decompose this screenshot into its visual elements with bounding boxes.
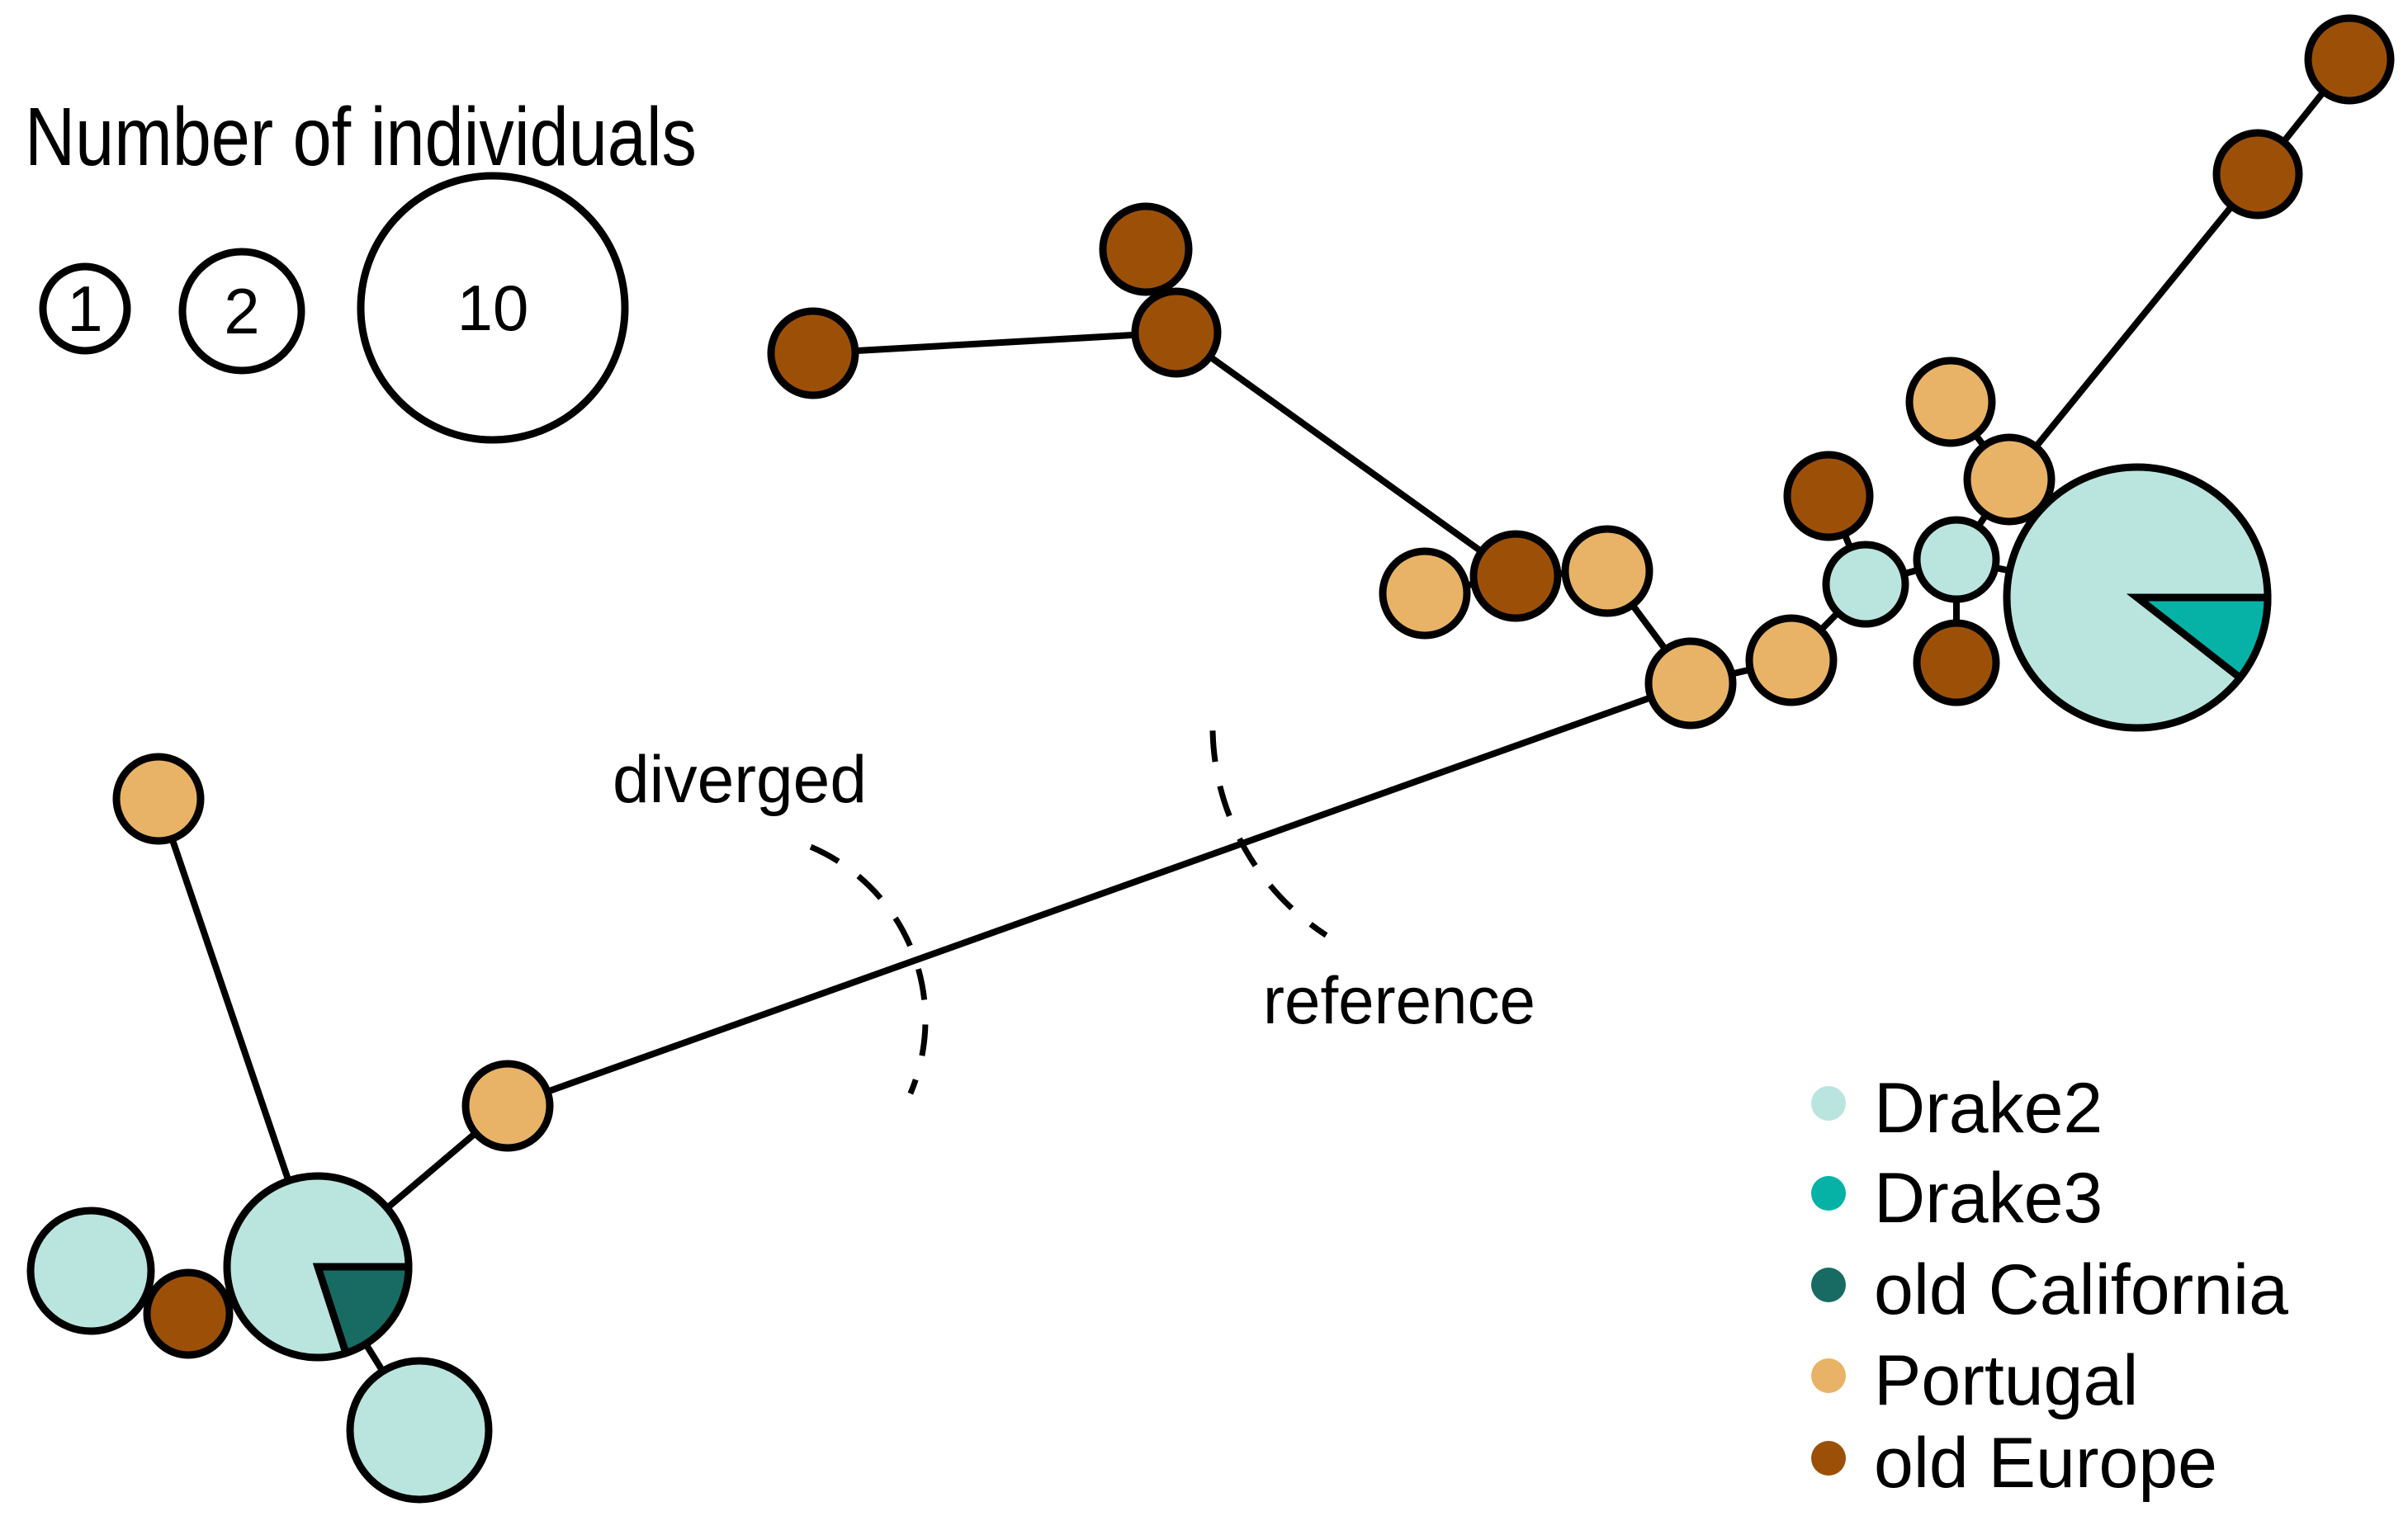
network-node-eu-cluster-bottom <box>1913 619 2000 706</box>
size-legend-title: Number of individuals <box>25 91 697 183</box>
network-node-eu-chain-2 <box>2304 14 2395 105</box>
size-legend-number-10: 10 <box>457 272 529 344</box>
size-legend: Number of individuals 1 2 10 <box>25 91 697 444</box>
network-node-eu-cluster-left <box>1783 451 1874 541</box>
color-legend-label-old_california: old California <box>1874 1250 2288 1329</box>
network-node-eu-left <box>143 1268 234 1359</box>
network-node-eu-top-left <box>767 307 859 399</box>
size-legend-number-1: 1 <box>67 272 102 345</box>
color-legend-dot-drake2 <box>1811 1086 1846 1121</box>
color-legend-dot-old_europe <box>1811 1441 1846 1476</box>
size-legend-circle-10 <box>357 172 629 444</box>
network-node-pt-cluster-mid <box>1963 433 2056 526</box>
network-edge-pt-cluster-mid--eu-chain-1 <box>2006 172 2261 482</box>
network-node-eu-pair-lower <box>1131 287 1222 378</box>
size-legend-number-2: 2 <box>224 275 259 347</box>
network-node-eu-chain-1 <box>2212 129 2303 220</box>
size-legend-circle-2 <box>178 248 305 375</box>
annotation-label-reference: reference <box>1263 964 1535 1038</box>
network-node-pt-cluster-top <box>1905 357 1996 447</box>
nodes-layer <box>26 14 2395 1504</box>
color-legend-dot-portugal <box>1811 1358 1846 1393</box>
dashed-boundary-arc-2 <box>1209 730 1328 938</box>
network-node-d2-left <box>26 1207 155 1335</box>
annotation-labels-layer: diverged reference <box>613 743 1535 1038</box>
color-legend-label-drake3: Drake3 <box>1874 1159 2103 1238</box>
network-edge-pt-left-mid--pt-mid-3 <box>506 680 1692 1109</box>
color-legend-dot-old_california <box>1811 1268 1846 1302</box>
network-node-eu-pair-upper <box>1099 202 1193 296</box>
color-legend-label-old_europe: old Europe <box>1874 1424 2217 1503</box>
dashed-boundary-arc-1 <box>809 843 929 1095</box>
network-edge-eu-pair-lower--eu-mid <box>1174 329 1518 579</box>
network-node-pt-mid-3 <box>1644 637 1737 730</box>
network-node-d2-small-1 <box>1822 541 1909 628</box>
network-node-eu-mid <box>1469 530 1562 622</box>
network-node-pt-mid-2 <box>1561 525 1653 617</box>
annotation-label-diverged: diverged <box>613 743 867 817</box>
network-node-pt-left-top <box>112 753 205 845</box>
size-legend-circle-1 <box>39 262 131 355</box>
annotation-arcs-layer <box>809 730 1328 1095</box>
network-node-d2-bottom <box>346 1357 493 1504</box>
network-node-d2-big-left-wedge-old_california <box>312 1263 413 1358</box>
network-node-pt-mid-4 <box>1745 614 1838 706</box>
color-legend-label-portugal: Portugal <box>1874 1341 2138 1420</box>
color-legend-dot-drake3 <box>1811 1176 1846 1211</box>
color-legend-label-drake2: Drake2 <box>1874 1069 2103 1148</box>
network-node-d2-small-2 <box>1913 516 2000 603</box>
network-node-pt-mid-1 <box>1379 547 1471 640</box>
network-node-d2-big-right-wedge-drake3 <box>2126 593 2272 683</box>
network-node-pt-left-mid <box>461 1060 554 1152</box>
network-edge-eu-top-left--eu-pair-lower <box>812 329 1177 357</box>
